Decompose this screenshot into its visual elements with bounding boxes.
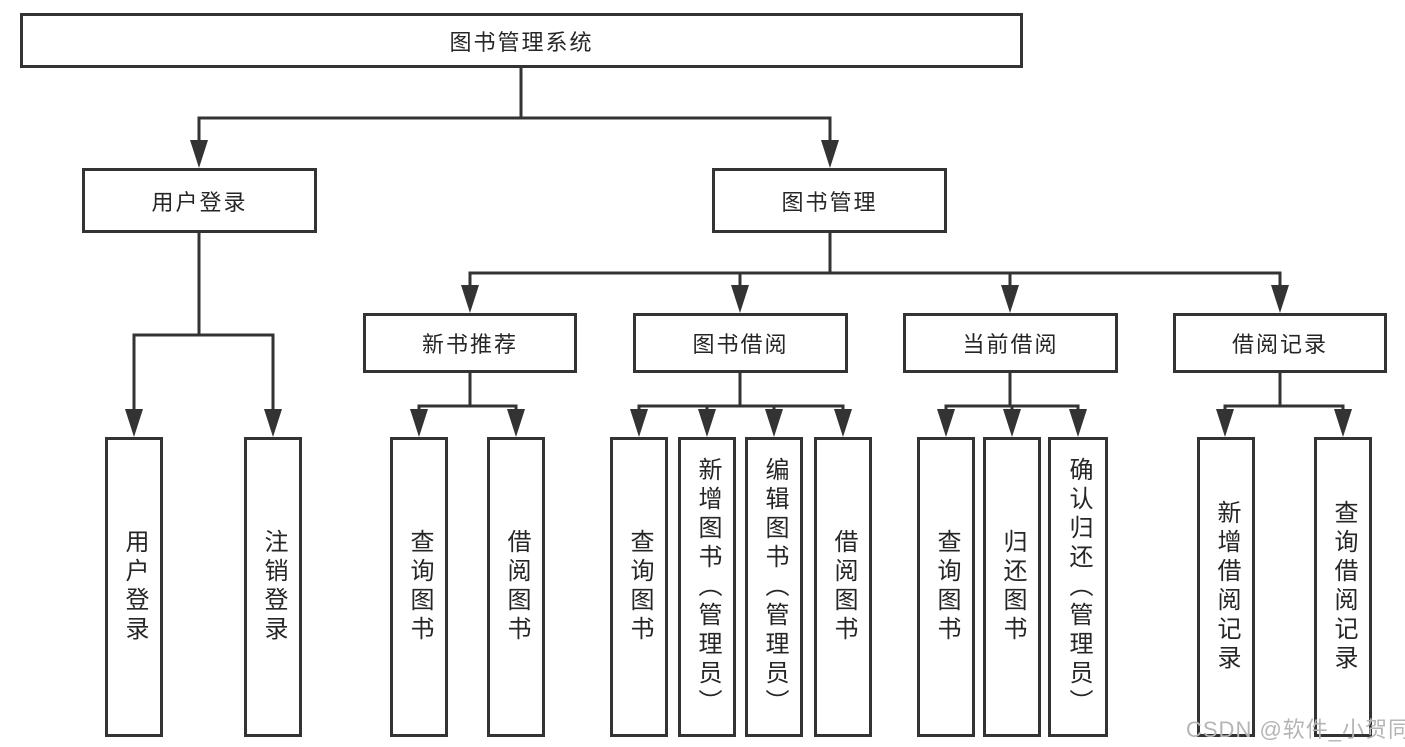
arrow-down-icon <box>264 409 282 437</box>
node-book-management: 图书管理 <box>712 168 947 233</box>
arrow-down-icon <box>410 409 428 437</box>
arrow-down-icon <box>1003 409 1021 437</box>
leaf-query-books-recommend: 查询图书 <box>390 437 448 737</box>
leaf-logout: 注销登录 <box>244 437 302 737</box>
leaf-add-books-admin: 新增图书（管理员） <box>678 437 736 737</box>
arrow-down-icon <box>125 409 143 437</box>
node-book-borrowing: 图书借阅 <box>633 313 848 373</box>
arrow-down-icon <box>1216 409 1234 437</box>
leaf-query-books-current: 查询图书 <box>917 437 975 737</box>
arrow-down-icon <box>1001 285 1019 313</box>
node-current-borrowing: 当前借阅 <box>903 313 1118 373</box>
leaf-borrow-books-borrowing: 借阅图书 <box>814 437 872 737</box>
leaf-confirm-return-admin: 确认归还（管理员） <box>1048 437 1108 737</box>
leaf-label: 编辑图书（管理员） <box>761 456 788 718</box>
arrow-down-icon <box>1271 285 1289 313</box>
leaf-label: 归还图书 <box>999 529 1026 645</box>
leaf-label: 用户登录 <box>121 529 148 645</box>
leaf-return-books: 归还图书 <box>983 437 1041 737</box>
arrow-down-icon <box>190 140 208 168</box>
arrow-down-icon <box>461 285 479 313</box>
leaf-label: 借阅图书 <box>830 529 857 645</box>
leaf-label: 查询图书 <box>933 529 960 645</box>
arrow-down-icon <box>821 140 839 168</box>
leaf-label: 确认归还（管理员） <box>1065 456 1092 718</box>
watermark: CSDN @软件_小贺同学 <box>1186 717 1405 742</box>
leaf-label: 查询图书 <box>626 529 653 645</box>
arrow-down-icon <box>630 409 648 437</box>
arrow-down-icon <box>731 285 749 313</box>
arrow-down-icon <box>1069 409 1087 437</box>
leaf-borrow-books-recommend: 借阅图书 <box>487 437 545 737</box>
leaf-edit-books-admin: 编辑图书（管理员） <box>745 437 803 737</box>
leaf-label: 查询借阅记录 <box>1330 500 1357 674</box>
leaf-label: 新增借阅记录 <box>1213 500 1240 674</box>
arrow-down-icon <box>507 409 525 437</box>
node-borrowing-records: 借阅记录 <box>1173 313 1387 373</box>
arrow-down-icon <box>1334 409 1352 437</box>
leaf-user-login: 用户登录 <box>105 437 163 737</box>
arrow-down-icon <box>834 409 852 437</box>
leaf-query-books-borrowing: 查询图书 <box>610 437 668 737</box>
arrow-down-icon <box>765 409 783 437</box>
arrow-down-icon <box>937 409 955 437</box>
node-user-login: 用户登录 <box>82 168 317 233</box>
arrow-down-icon <box>698 409 716 437</box>
node-new-book-recommend: 新书推荐 <box>363 313 577 373</box>
leaf-label: 新增图书（管理员） <box>694 456 721 718</box>
leaf-label: 查询图书 <box>406 529 433 645</box>
leaf-query-borrow-record: 查询借阅记录 <box>1314 437 1372 737</box>
leaf-add-borrow-record: 新增借阅记录 <box>1197 437 1255 737</box>
leaf-label: 借阅图书 <box>503 529 530 645</box>
node-book-management-system: 图书管理系统 <box>20 13 1023 68</box>
leaf-label: 注销登录 <box>260 529 287 645</box>
